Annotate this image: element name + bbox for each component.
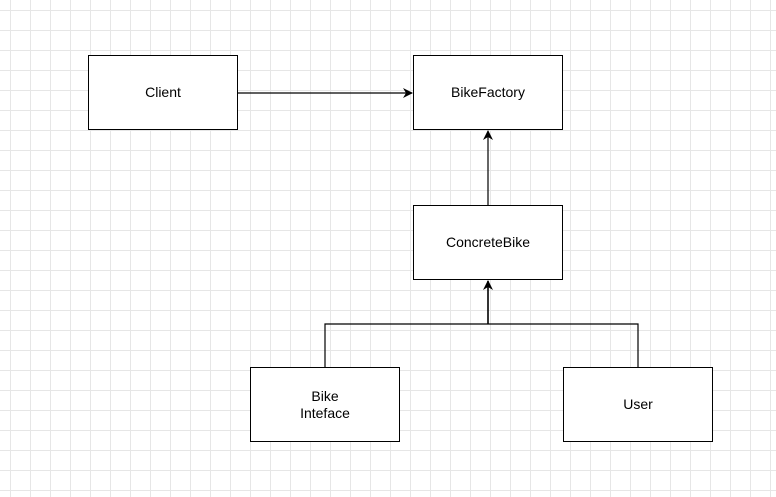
node-concretebike[interactable]: ConcreteBike: [413, 205, 563, 280]
edge-user-to-concretebike: [488, 323, 639, 367]
edge-bikeinterface-to-concretebike: [324, 323, 488, 367]
node-user[interactable]: User: [563, 367, 713, 442]
node-client[interactable]: Client: [88, 55, 238, 130]
node-bikefactory[interactable]: BikeFactory: [413, 55, 563, 130]
node-bike-interface[interactable]: Bike Inteface: [250, 367, 400, 442]
